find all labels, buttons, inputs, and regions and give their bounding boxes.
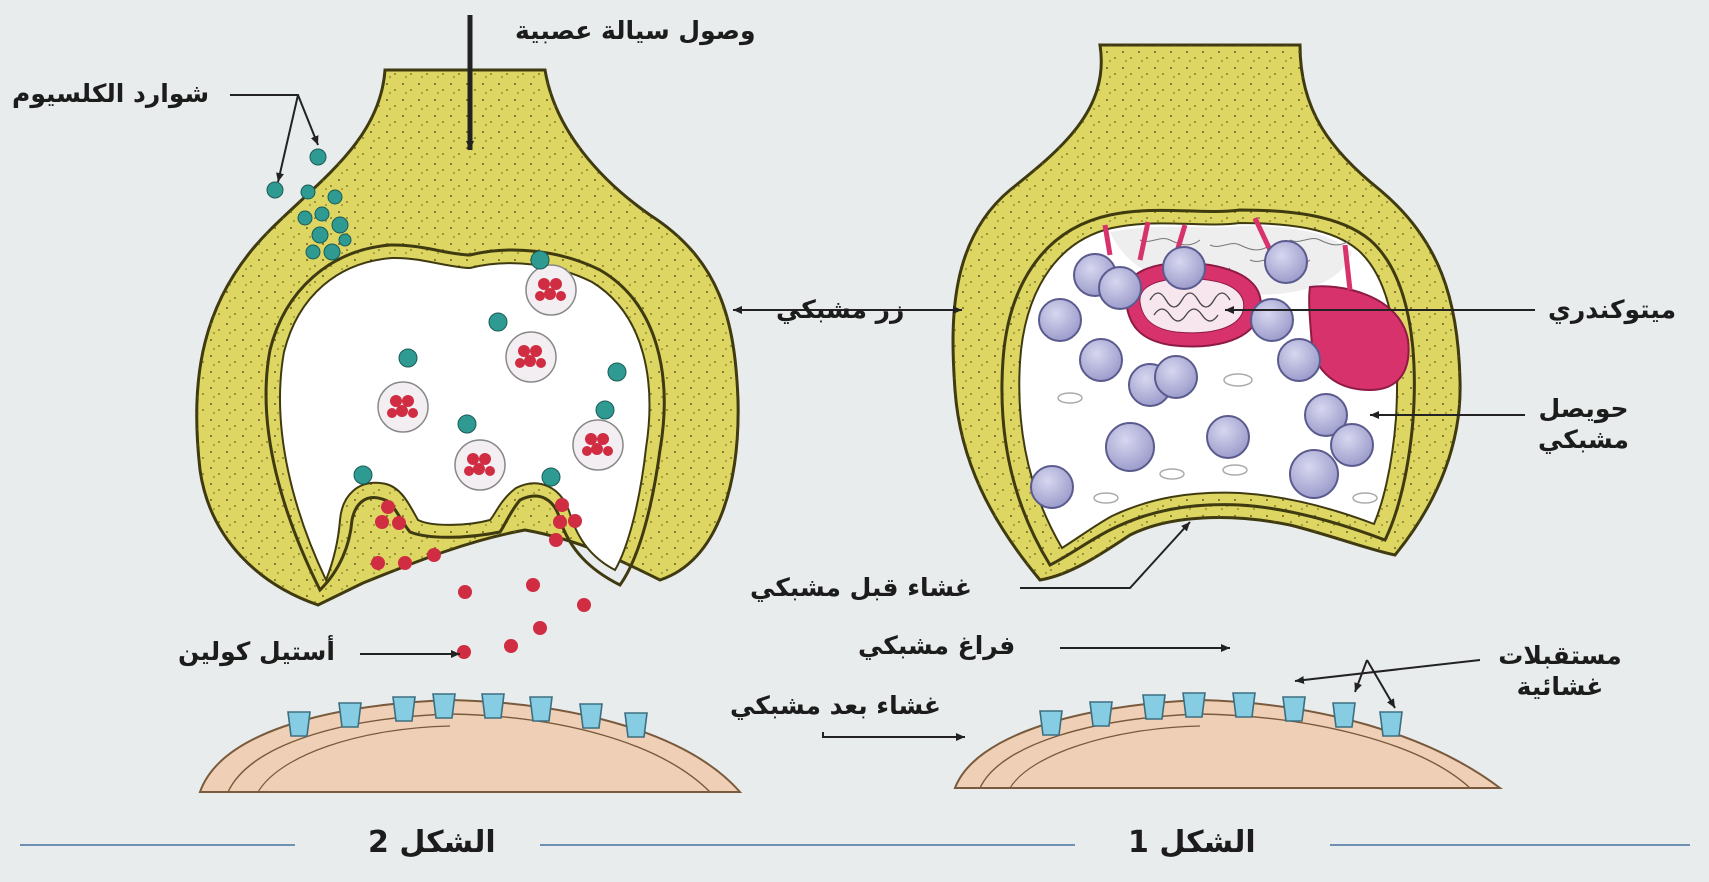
postsynaptic-membrane-1 bbox=[955, 700, 1500, 788]
label-membrane-receptors-line2: غشائية bbox=[1490, 671, 1630, 702]
caption-figure-1: الشكل 1 bbox=[1128, 824, 1256, 862]
synaptic-vesicle-2e bbox=[573, 420, 623, 470]
synaptic-vesicle-2b bbox=[506, 332, 556, 382]
label-postsynaptic-membrane: غشاء بعد مشبكي bbox=[730, 690, 941, 721]
label-membrane-receptors: مستقبلات غشائية bbox=[1490, 640, 1630, 703]
label-nerve-impulse-arrival: وصول سيالة عصبية bbox=[515, 15, 755, 46]
label-synaptic-vesicle-line2: مشبكي bbox=[1536, 424, 1631, 455]
synaptic-vesicle-2a bbox=[526, 265, 576, 315]
label-acetylcholine: أستيل كولين bbox=[178, 636, 335, 667]
postsynaptic-membrane-2 bbox=[200, 700, 740, 792]
label-presynaptic-membrane: غشاء قبل مشبكي bbox=[750, 572, 972, 603]
synaptic-vesicle-2c bbox=[378, 382, 428, 432]
figure-1-synaptic-button bbox=[953, 45, 1500, 788]
label-mitochondria: ميتوكندري bbox=[1548, 294, 1676, 325]
synaptic-vesicle-2d bbox=[455, 440, 505, 490]
caption-figure-2: الشكل 2 bbox=[368, 824, 496, 862]
label-synaptic-vesicle-line1: حويصل bbox=[1536, 393, 1631, 424]
label-synaptic-button: زر مشبكي bbox=[776, 294, 904, 325]
label-synaptic-cleft: فراغ مشبكي bbox=[858, 630, 1015, 661]
label-calcium-ions: شوارد الكلسيوم bbox=[12, 78, 209, 109]
label-synaptic-vesicle: حويصل مشبكي bbox=[1536, 393, 1631, 456]
label-membrane-receptors-line1: مستقبلات bbox=[1490, 640, 1630, 671]
